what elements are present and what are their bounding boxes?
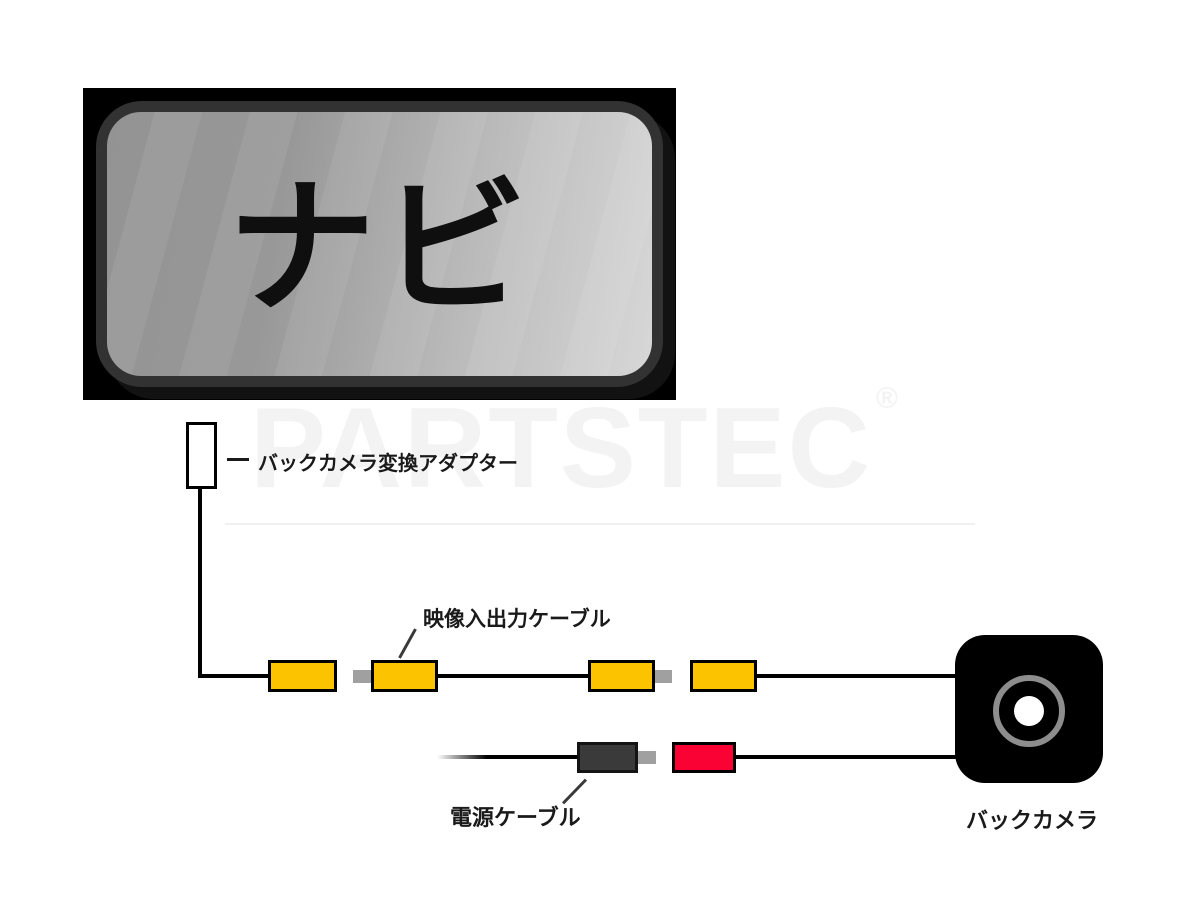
power-wire-to-camera: [734, 755, 960, 759]
brand-watermark: PARTSTEC®: [250, 384, 898, 506]
power-plug-black: [577, 742, 638, 773]
registered-trademark-icon: ®: [875, 382, 899, 415]
brand-watermark-text: PARTSTEC: [250, 385, 872, 512]
power-jack-red: [672, 742, 736, 773]
camera-label: バックカメラ: [966, 808, 1099, 833]
nav-bezel: ナビ: [96, 101, 663, 387]
video-cable-label: 映像入出力ケーブル: [423, 608, 611, 631]
power-cable-label: 電源ケーブル: [450, 805, 581, 830]
power-plug-tip: [637, 751, 656, 764]
video-label-callout-line: [398, 628, 417, 659]
camera-lens-ring-icon: [993, 675, 1065, 747]
power-wire-lead: [437, 755, 579, 759]
adapter-wire-horizontal: [198, 674, 270, 678]
adapter-label: バックカメラ変換アダプター: [258, 453, 518, 475]
video-wire-middle: [436, 674, 590, 678]
nav-screen: ナビ: [107, 112, 652, 376]
video-wire-to-camera: [755, 674, 960, 678]
nav-label: ナビ: [227, 166, 532, 331]
adapter-wire-vertical: [198, 487, 202, 678]
camera-lens-dot-icon: [1014, 696, 1044, 726]
rca-tip-1: [353, 670, 372, 683]
rca-connector-yellow-4: [690, 660, 757, 692]
back-camera: [955, 635, 1103, 783]
rca-tip-2: [654, 670, 672, 683]
rca-connector-yellow-2: [371, 660, 438, 692]
adapter-connector: [186, 422, 217, 489]
rca-connector-yellow-1: [268, 660, 337, 692]
adapter-callout-dash: [227, 458, 249, 461]
watermark-underline: [225, 523, 975, 525]
rca-connector-yellow-3: [588, 660, 655, 692]
nav-unit: ナビ: [83, 88, 676, 400]
